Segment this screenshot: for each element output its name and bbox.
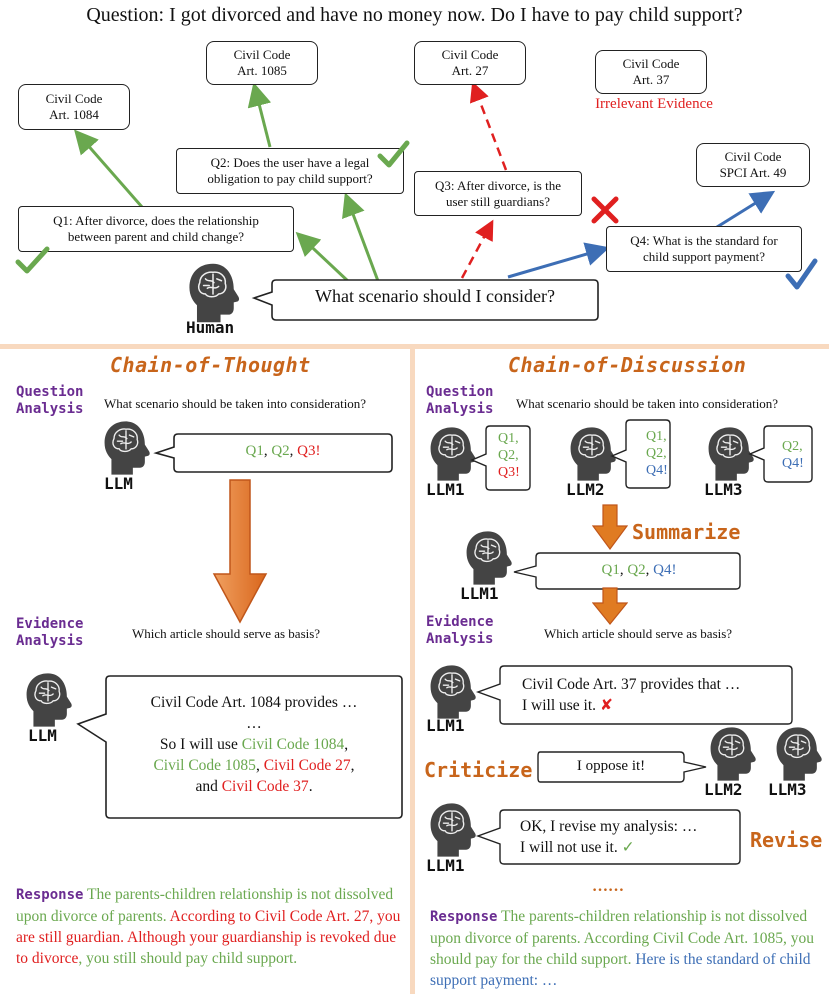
cross-icon bbox=[591, 196, 619, 224]
cod-response: Response The parents-children relationsh… bbox=[430, 908, 814, 989]
cod-llm1-label: LLM1 bbox=[426, 480, 465, 499]
top-arrows bbox=[74, 81, 776, 285]
oppose-bubble bbox=[537, 751, 707, 783]
cod-revise-text: OK, I revise my analysis: … I will not u… bbox=[520, 818, 698, 856]
llm-head-icon bbox=[462, 528, 514, 588]
cot-bubble-1-text: Q1, Q2, Q3! bbox=[245, 443, 321, 459]
criticize-label: Criticize bbox=[424, 758, 533, 782]
cod-bubble-llm1 bbox=[470, 425, 531, 491]
horizontal-divider bbox=[0, 344, 829, 349]
human-head-icon bbox=[184, 260, 242, 326]
llm-head-icon bbox=[426, 800, 478, 860]
human-speech-bubble bbox=[251, 279, 599, 321]
cod-revise-llm1-label: LLM1 bbox=[426, 856, 465, 875]
llm-head-icon bbox=[706, 724, 758, 784]
irrelevant-evidence-label: Irrelevant Evidence bbox=[595, 96, 713, 112]
cod-evidence-text: Civil Code Art. 37 provides that … I wil… bbox=[522, 676, 741, 714]
cod-summary-bubble bbox=[513, 552, 741, 590]
check-icon: ✓ bbox=[621, 838, 635, 856]
cod-llm2-label-2: LLM2 bbox=[704, 780, 743, 799]
arrow-q2-1085 bbox=[247, 82, 272, 148]
cod-bubble-llm3-text: Q2,Q4! bbox=[782, 439, 804, 471]
human-label: Human bbox=[186, 318, 235, 337]
cot-prompt-evidence: Which article should serve as basis? bbox=[132, 626, 321, 641]
cot-bubble-1 bbox=[153, 433, 393, 473]
oppose-text: I oppose it! bbox=[576, 758, 646, 774]
question-title: Question: I got divorced and have no mon… bbox=[86, 4, 743, 26]
cod-bubble-llm1-text: Q1,Q2,Q3! bbox=[498, 431, 520, 480]
cod-title: Chain-of-Discussion bbox=[508, 353, 747, 377]
cross-icon: ✘ bbox=[599, 696, 613, 714]
ellipsis: …… bbox=[592, 878, 624, 895]
cot-response: Response The parents-children relationsh… bbox=[16, 886, 401, 967]
cod-summary-llm1-label: LLM1 bbox=[460, 584, 499, 603]
sub-question-q1: Q1: After divorce, does the relationship… bbox=[18, 206, 294, 252]
arrow-to-q2 bbox=[342, 192, 380, 282]
summarize-label: Summarize bbox=[632, 520, 741, 544]
cot-prompt-question: What scenario should be taken into consi… bbox=[104, 396, 367, 411]
llm-head-icon bbox=[426, 662, 478, 722]
revise-label: Revise bbox=[750, 828, 823, 852]
llm-head-icon bbox=[22, 670, 74, 730]
check-icon bbox=[377, 140, 410, 168]
arrow-to-q3 bbox=[460, 219, 494, 279]
check-icon bbox=[15, 246, 50, 274]
arrow-q3-27 bbox=[469, 81, 508, 171]
cod-revise-bubble bbox=[475, 809, 741, 865]
cot-title: Chain-of-Thought bbox=[110, 353, 311, 377]
cod-ev-llm1-label: LLM1 bbox=[426, 716, 465, 735]
cot-llm-label-2: LLM bbox=[28, 726, 57, 745]
down-arrow-icon bbox=[212, 479, 268, 624]
down-arrow-icon bbox=[592, 587, 628, 625]
cod-llm3-label: LLM3 bbox=[704, 480, 743, 499]
arrow-q4-spci bbox=[708, 190, 776, 234]
cod-prompt-question: What scenario should be taken into consi… bbox=[516, 396, 779, 411]
vertical-divider bbox=[410, 349, 415, 994]
cod-bubble-llm2 bbox=[610, 419, 671, 489]
check-icon bbox=[785, 258, 818, 290]
cot-llm-label: LLM bbox=[104, 474, 133, 493]
cod-bubble-llm3 bbox=[748, 425, 813, 483]
cod-llm2-label: LLM2 bbox=[566, 480, 605, 499]
llm-head-icon bbox=[100, 418, 152, 478]
cod-summary-text: Q1, Q2, Q4! bbox=[601, 562, 677, 578]
cot-bubble-2 bbox=[76, 675, 403, 819]
cod-bubble-llm2-text: Q1,Q2,Q4! bbox=[646, 429, 668, 478]
cod-evidence-bubble bbox=[475, 665, 793, 725]
cot-evidence-text: Civil Code Art. 1084 provides … … So I w… bbox=[150, 694, 358, 795]
down-arrow-icon bbox=[592, 504, 628, 550]
arrow-to-q4 bbox=[507, 242, 610, 279]
cod-llm3-label-2: LLM3 bbox=[768, 780, 807, 799]
cod-prompt-evidence: Which article should serve as basis? bbox=[544, 626, 733, 641]
llm-head-icon bbox=[772, 724, 824, 784]
arrow-to-q1 bbox=[295, 231, 352, 285]
human-question: What scenario should I consider? bbox=[315, 286, 555, 306]
arrow-q1-1084 bbox=[74, 129, 144, 208]
